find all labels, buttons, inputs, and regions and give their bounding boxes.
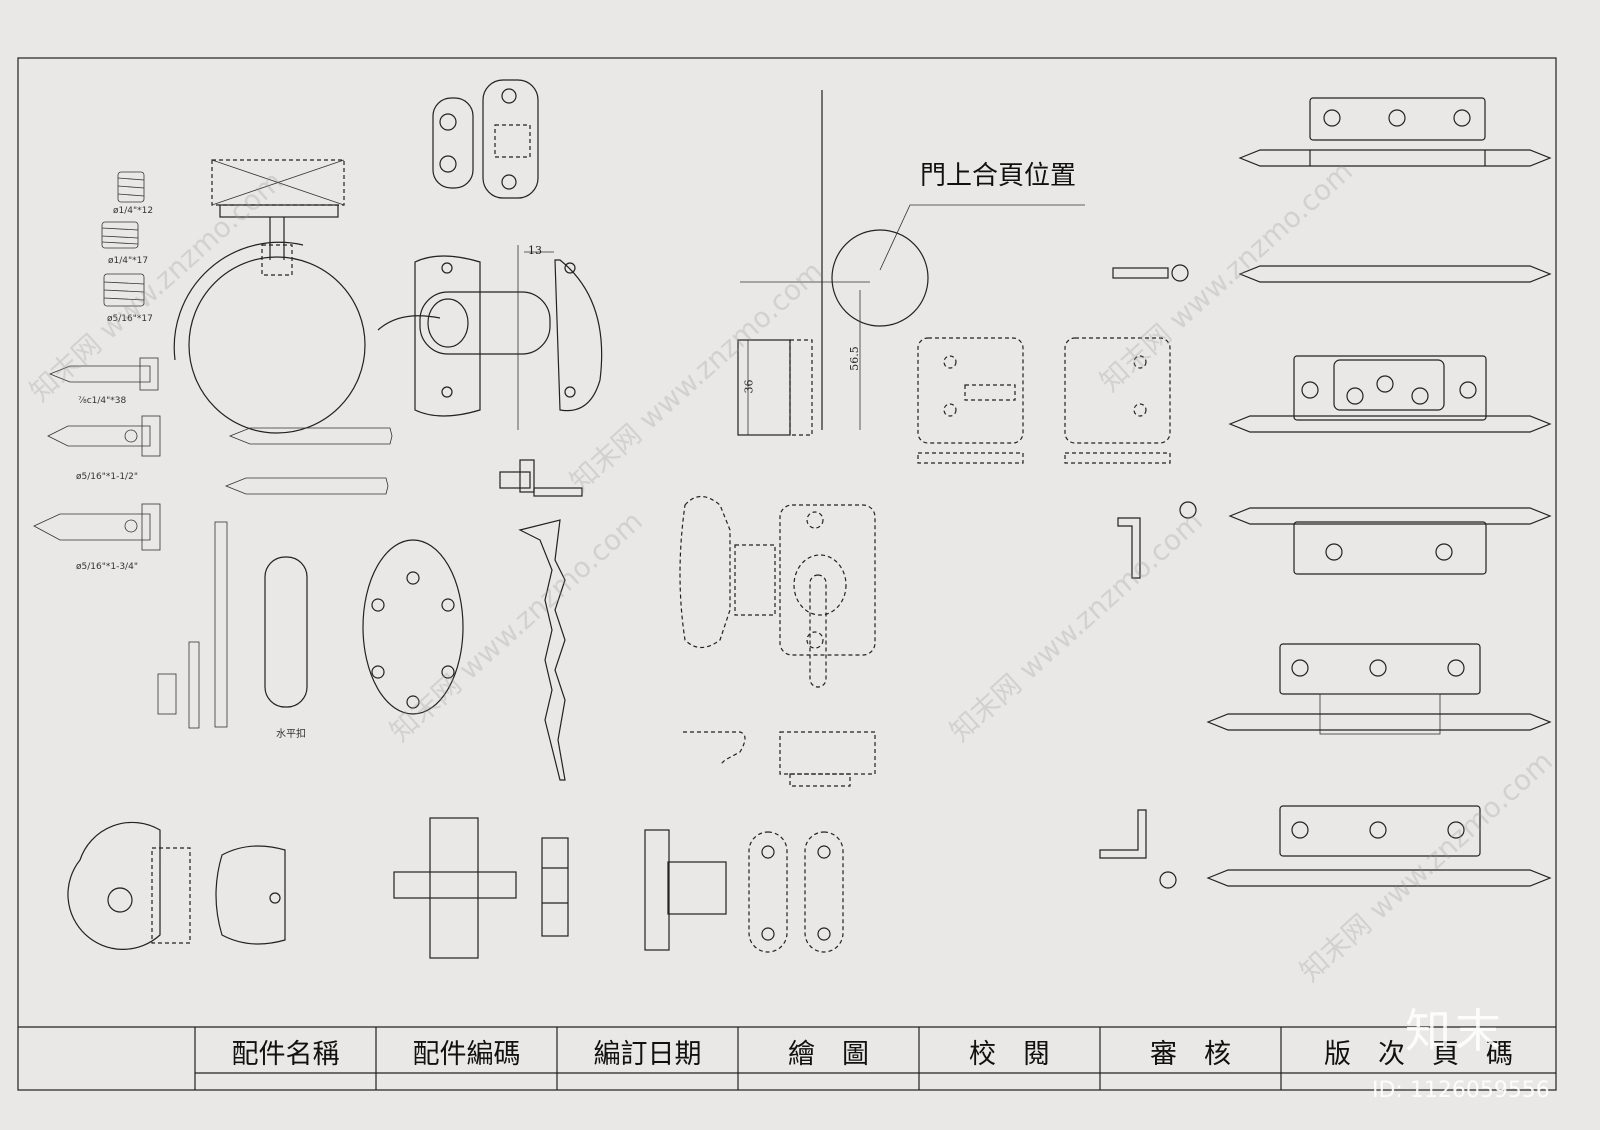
- dimension-36: 36: [742, 379, 756, 394]
- dashed-latch: [679, 495, 876, 787]
- hinge-3: [1228, 355, 1552, 433]
- tb-approved: 審 核: [1150, 1038, 1231, 1070]
- small-hinge: [432, 79, 539, 199]
- hinge-6: [1206, 805, 1552, 887]
- hidden-hinge-pair: [644, 829, 844, 953]
- sheet-border: [17, 57, 1557, 1091]
- angle-bracket: [1117, 501, 1197, 579]
- sawtooth-strip: [518, 519, 566, 781]
- title-block-grid: [18, 1026, 1556, 1090]
- angle-bracket-2: [1099, 809, 1177, 889]
- image-id: ID: 1126059556: [1372, 1078, 1550, 1103]
- caster-wheel: [173, 159, 366, 434]
- tb-drawn: 繪 圖: [788, 1038, 869, 1070]
- tb-checked: 校 閱: [969, 1038, 1050, 1070]
- hinge-4: [1228, 507, 1552, 575]
- dimension-56-5: 56.5: [847, 346, 861, 371]
- cross-connector: [393, 817, 569, 959]
- screw-label-4: ⅞c1/4"*38: [78, 396, 127, 406]
- screw-label-1: ø1/4"*12: [113, 206, 154, 216]
- small-bracket: [499, 459, 583, 497]
- oval-plate: [362, 539, 464, 715]
- dimension-13: 13: [528, 244, 542, 257]
- door-hinge-position: [737, 90, 1085, 436]
- lag-bolts: [224, 427, 393, 495]
- small-pin: [1112, 264, 1189, 282]
- screw-label-2: ø1/4"*17: [108, 256, 149, 266]
- tb-part-name: 配件名稱: [231, 1038, 340, 1070]
- level-clip-label: 水平扣: [276, 729, 306, 740]
- hinge-1: [1238, 97, 1552, 167]
- flat-plates: [917, 337, 1171, 464]
- screw-label-6: ø5/16"*1-3/4": [76, 562, 138, 572]
- brand-watermark: 知末: [1405, 1004, 1505, 1058]
- tb-date: 編訂日期: [593, 1038, 702, 1070]
- latch-plate: [377, 245, 603, 430]
- screw-set: [33, 171, 161, 551]
- tb-version-page: 版 次 頁 碼: [1324, 1038, 1513, 1070]
- tb-part-code: 配件編碼: [412, 1038, 521, 1070]
- hinge-position-label: 門上合頁位置: [920, 161, 1077, 191]
- screw-label-5: ø5/16"*1-1/2": [76, 472, 138, 482]
- hinge-5: [1206, 643, 1552, 735]
- level-clip: [264, 556, 308, 708]
- tooth-plates: [157, 521, 228, 729]
- screw-label-3: ø5/16"*17: [107, 314, 153, 324]
- round-connector: [67, 821, 286, 950]
- hinge-2: [1238, 265, 1552, 283]
